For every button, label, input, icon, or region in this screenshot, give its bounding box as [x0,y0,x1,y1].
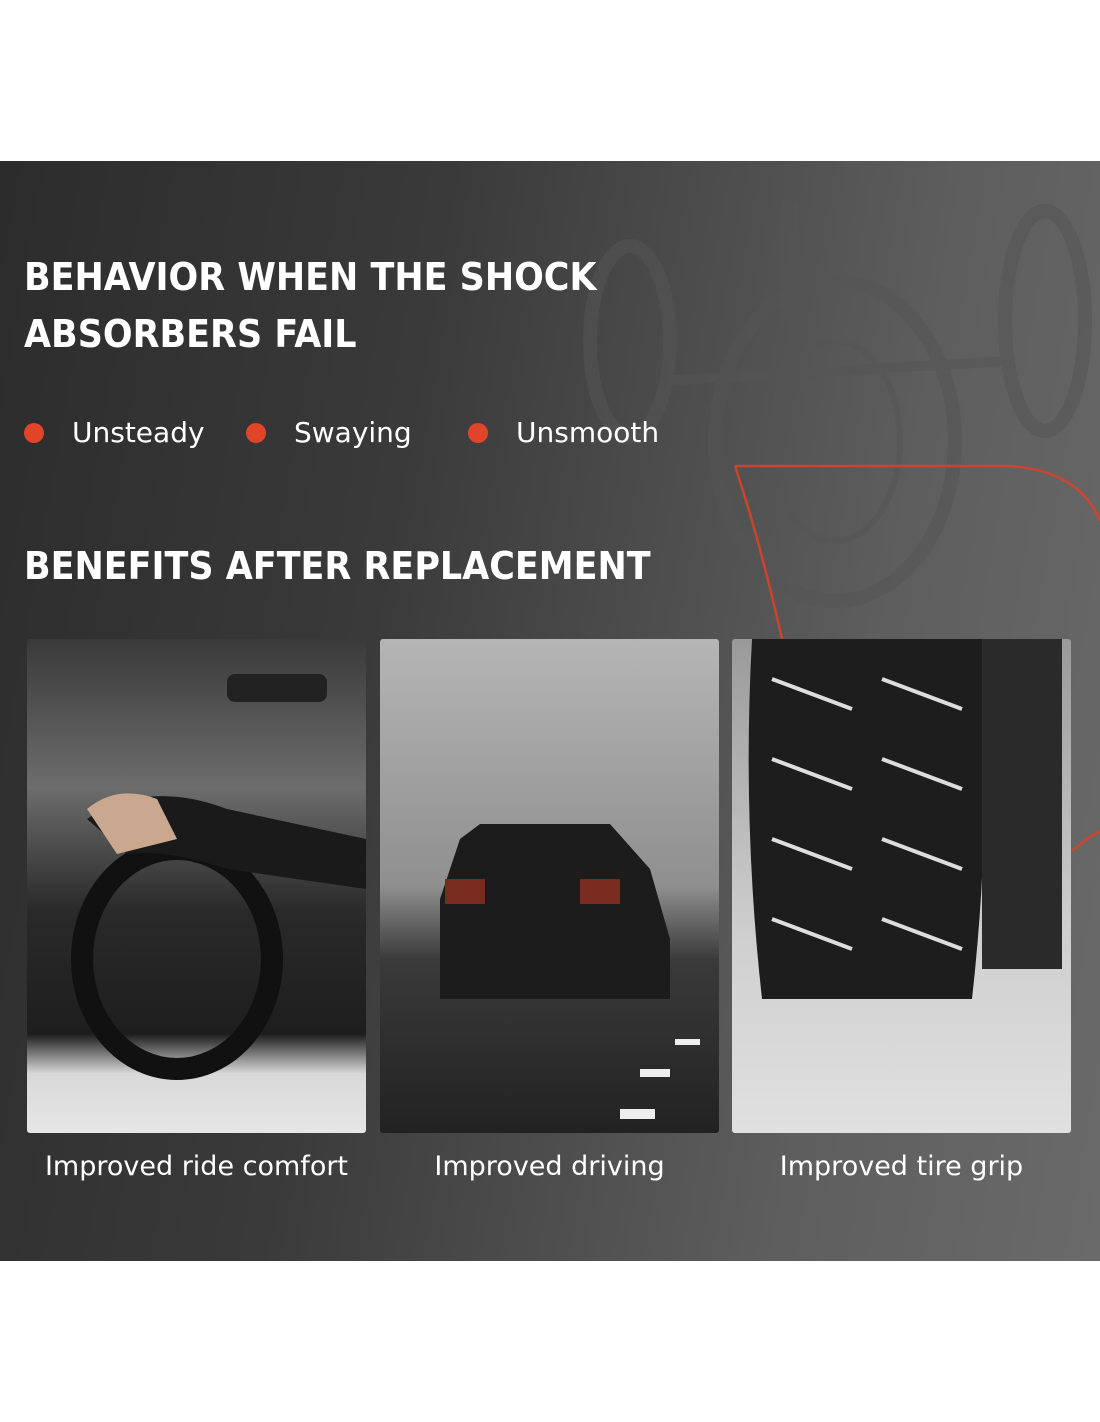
bullet-dot-icon [246,422,266,443]
symptom-list: Unsteady Swaying Unsmooth [24,416,659,449]
symptom-item: Swaying [246,416,468,449]
benefit-caption: Improved driving [434,1151,665,1182]
ride-comfort-photo [27,639,366,1133]
symptom-label: Unsmooth [516,416,660,449]
benefit-caption: Improved ride comfort [44,1151,349,1182]
suspension-background-illustration [583,201,1100,852]
benefits-heading: BENEFITS AFTER REPLACEMENT [24,544,651,588]
symptom-label: Swaying [294,416,412,449]
infographic-panel: BEHAVIOR WHEN THE SHOCK ABSORBERS FAIL U… [0,161,1100,1261]
failure-heading: BEHAVIOR WHEN THE SHOCK ABSORBERS FAIL [24,249,597,363]
bullet-dot-icon [24,422,44,443]
symptom-item: Unsteady [24,416,246,449]
benefit-caption: Improved tire grip [779,1151,1024,1182]
tire-grip-photo [732,639,1071,1133]
failure-heading-line-1: BEHAVIOR WHEN THE SHOCK [24,255,597,299]
driving-photo [380,639,719,1133]
failure-heading-line-2: ABSORBERS FAIL [24,312,357,356]
bullet-dot-icon [468,422,488,443]
symptom-item: Unsmooth [468,416,659,449]
symptom-label: Unsteady [72,416,205,449]
